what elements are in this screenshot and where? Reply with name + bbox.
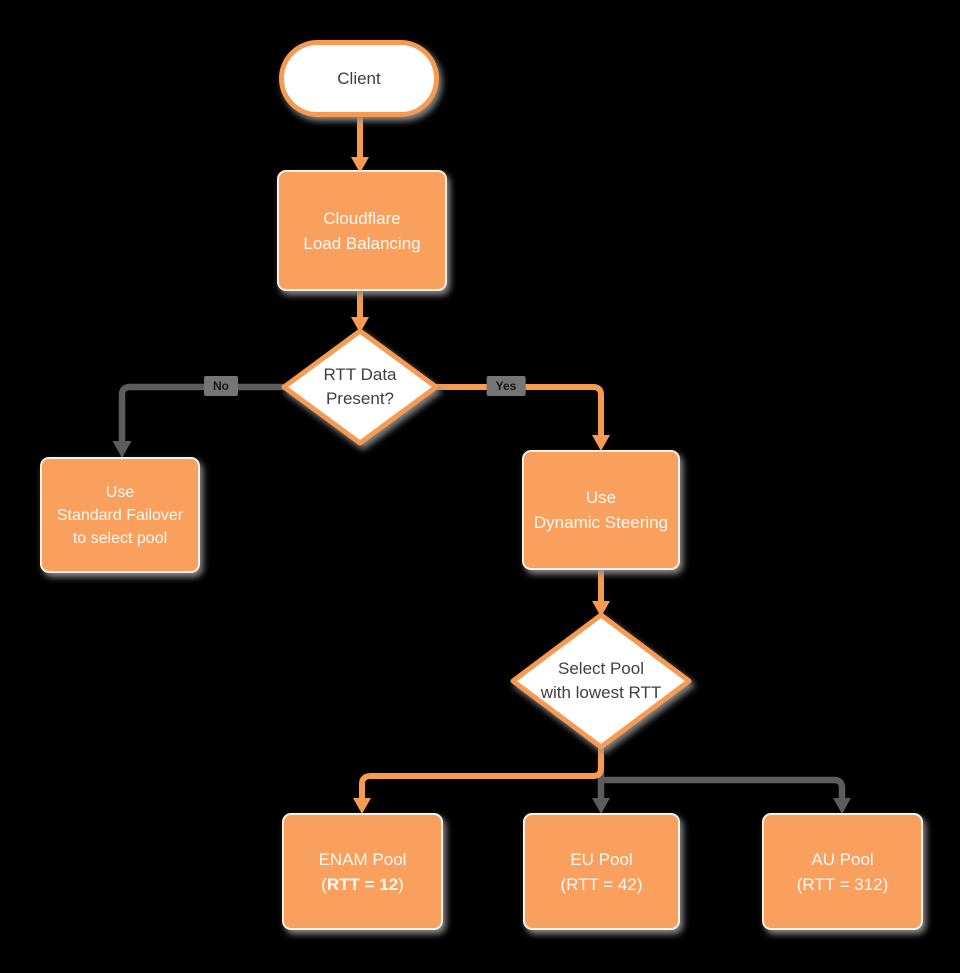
- node-standard-failover: Use Standard Failover to select pool: [40, 457, 200, 573]
- node-load-balancer-line2: Load Balancing: [303, 233, 421, 253]
- node-eu-pool-line1: EU Pool: [570, 849, 633, 869]
- node-client: Client: [279, 40, 439, 117]
- arrowhead-standard-failover: [112, 441, 132, 458]
- node-au-pool: AU Pool (RTT = 312): [762, 813, 923, 930]
- node-client-label: Client: [337, 68, 381, 88]
- node-au-pool-line2: (RTT = 312): [796, 874, 889, 894]
- node-eu-pool-line2: (RTT = 42): [560, 874, 643, 894]
- enam-rtt-prefix: (: [321, 874, 327, 894]
- edge-label-yes: Yes: [486, 376, 526, 396]
- node-dynamic-steering: Use Dynamic Steering: [522, 450, 680, 570]
- node-enam-pool-line2: (RTT = 12): [321, 872, 404, 897]
- arrowhead-load-balancer: [351, 157, 369, 173]
- node-standard-failover-line3: to select pool: [72, 529, 168, 547]
- node-enam-pool: ENAM Pool (RTT = 12): [282, 813, 443, 930]
- node-enam-pool-line1: ENAM Pool: [318, 849, 407, 869]
- node-load-balancer: Cloudflare Load Balancing: [277, 170, 447, 291]
- node-dynamic-steering-line1: Use: [585, 488, 617, 507]
- arrowhead-au-pool: [833, 798, 851, 814]
- arrowhead-enam-pool: [353, 798, 371, 814]
- arrowhead-dynamic-steering: [592, 435, 610, 451]
- edge-no-to-standard-failover: [118, 383, 284, 445]
- decision-diamond-select-pool: [510, 612, 692, 750]
- node-standard-failover-line2: Standard Failover: [56, 506, 184, 524]
- arrowhead-rtt-decision: [351, 317, 369, 333]
- edge-select-pool-to-enam: [359, 745, 604, 800]
- arrowhead-select-pool: [592, 601, 610, 617]
- node-au-pool-line1: AU Pool: [811, 849, 874, 869]
- edge-label-no: No: [204, 376, 238, 396]
- enam-rtt-suffix: ): [398, 874, 404, 894]
- edge-select-pool-to-au: [601, 776, 846, 800]
- edge-yes-to-dynamic-steering: [436, 384, 604, 438]
- decision-diamond-rtt-data: [281, 328, 439, 446]
- node-eu-pool: EU Pool (RTT = 42): [523, 813, 680, 930]
- arrowhead-eu-pool: [592, 798, 610, 814]
- enam-rtt-value: RTT = 12: [326, 874, 399, 894]
- node-load-balancer-line1: Cloudflare: [323, 208, 401, 228]
- node-dynamic-steering-line2: Dynamic Steering: [533, 513, 669, 532]
- node-standard-failover-line1: Use: [105, 483, 135, 501]
